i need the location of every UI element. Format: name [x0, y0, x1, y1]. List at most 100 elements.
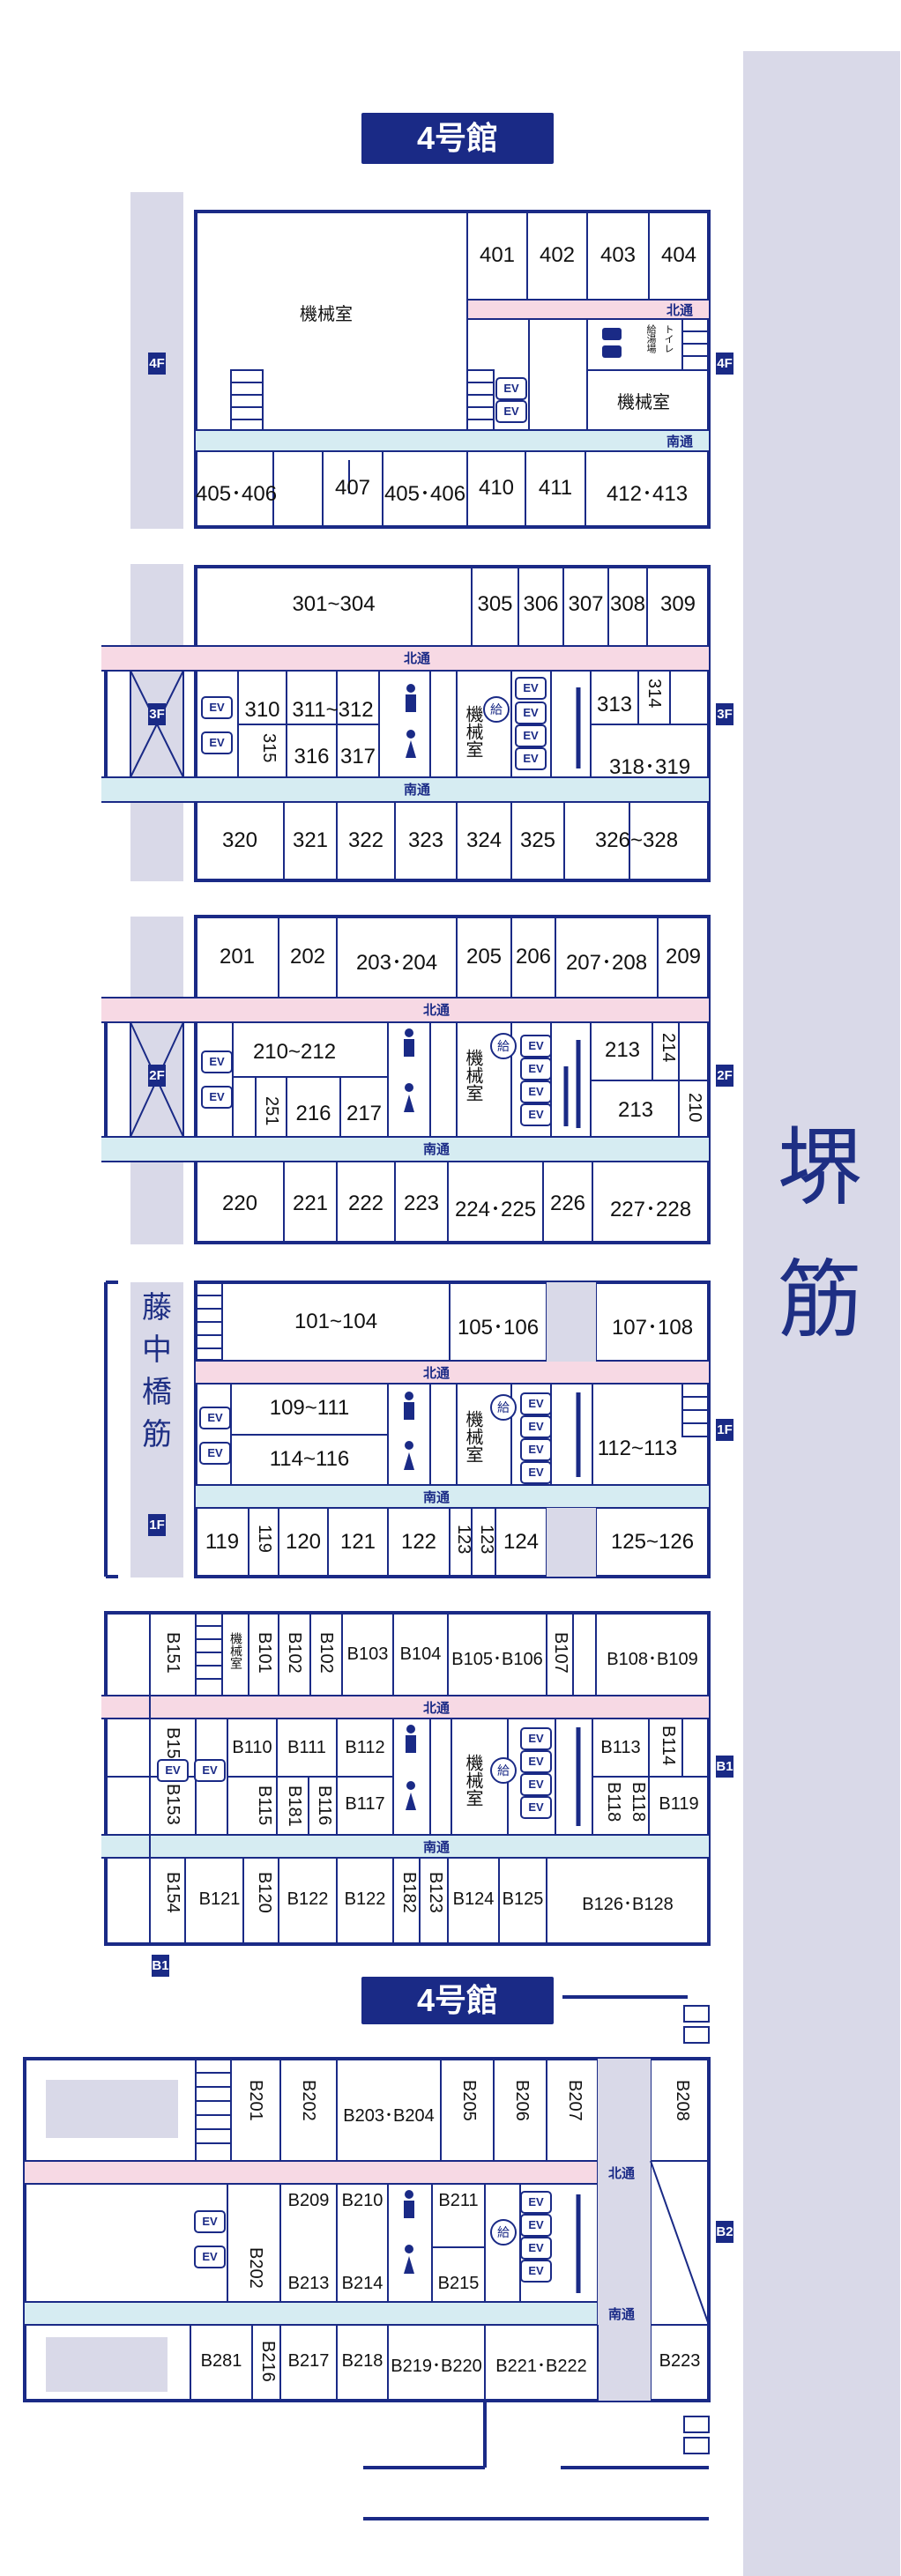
- room-b219-b220[interactable]: B219･B220: [391, 2357, 482, 2376]
- room-b207[interactable]: B207: [565, 2080, 585, 2121]
- room-201[interactable]: 201: [219, 945, 256, 969]
- room-b218[interactable]: B218: [341, 2351, 383, 2371]
- room-b108-b109[interactable]: B108･B109: [607, 1650, 698, 1669]
- room-b123[interactable]: B123: [426, 1872, 445, 1913]
- room-402[interactable]: 402: [539, 243, 576, 267]
- room-207-208[interactable]: 207･208: [565, 951, 648, 975]
- room-b118-b[interactable]: B118: [629, 1782, 648, 1823]
- room-b181[interactable]: B181: [285, 1785, 304, 1827]
- room-213-a[interactable]: 213: [604, 1038, 641, 1062]
- room-b114[interactable]: B114: [659, 1726, 678, 1766]
- room-b122-b[interactable]: B122: [344, 1889, 386, 1909]
- room-b125[interactable]: B125: [502, 1889, 544, 1909]
- room-306[interactable]: 306: [523, 592, 559, 616]
- room-209[interactable]: 209: [665, 945, 702, 969]
- room-b118-a[interactable]: B118: [604, 1782, 623, 1823]
- room-404[interactable]: 404: [660, 243, 697, 267]
- room-401[interactable]: 401: [479, 243, 516, 267]
- room-221[interactable]: 221: [292, 1191, 329, 1215]
- room-407[interactable]: 407: [334, 476, 371, 500]
- room-124[interactable]: 124: [503, 1530, 540, 1554]
- room-b121[interactable]: B121: [198, 1889, 241, 1909]
- room-b203-b204[interactable]: B203･B204: [343, 2106, 435, 2126]
- room-216[interactable]: 216: [295, 1102, 331, 1125]
- room-b124[interactable]: B124: [452, 1889, 495, 1909]
- room-b102-a[interactable]: B102: [285, 1632, 304, 1674]
- room-314[interactable]: 314: [644, 679, 664, 709]
- room-403[interactable]: 403: [599, 243, 637, 267]
- room-120[interactable]: 120: [285, 1530, 322, 1554]
- room-b116[interactable]: B116: [315, 1785, 334, 1826]
- room-326-328[interactable]: 326~328: [594, 828, 679, 852]
- room-222[interactable]: 222: [347, 1191, 384, 1215]
- room-b211[interactable]: B211: [438, 2191, 479, 2210]
- room-322[interactable]: 322: [347, 828, 384, 852]
- room-405-406-b[interactable]: 405･406: [383, 482, 466, 506]
- room-325[interactable]: 325: [519, 828, 556, 852]
- room-323[interactable]: 323: [407, 828, 444, 852]
- room-b120[interactable]: B120: [255, 1872, 274, 1913]
- room-308[interactable]: 308: [609, 592, 646, 616]
- room-410[interactable]: 410: [478, 476, 515, 500]
- room-125-126[interactable]: 125~126: [610, 1530, 695, 1554]
- room-b210[interactable]: B210: [341, 2191, 383, 2210]
- room-b151[interactable]: B151: [163, 1632, 182, 1674]
- room-b154[interactable]: B154: [163, 1872, 182, 1913]
- room-121[interactable]: 121: [339, 1530, 376, 1554]
- room-b182[interactable]: B182: [399, 1872, 419, 1913]
- room-b112[interactable]: B112: [345, 1738, 385, 1757]
- room-b217[interactable]: B217: [287, 2351, 330, 2371]
- room-213-b[interactable]: 213: [617, 1098, 654, 1122]
- room-324[interactable]: 324: [465, 828, 503, 852]
- room-318-319[interactable]: 318･319: [608, 755, 691, 779]
- room-217[interactable]: 217: [346, 1102, 383, 1125]
- room-b221-b222[interactable]: B221･B222: [495, 2357, 587, 2376]
- room-321[interactable]: 321: [292, 828, 329, 852]
- room-214[interactable]: 214: [659, 1033, 678, 1063]
- room-307[interactable]: 307: [568, 592, 604, 616]
- room-202[interactable]: 202: [289, 945, 326, 969]
- room-226[interactable]: 226: [549, 1191, 586, 1215]
- room-123-b[interactable]: 123: [477, 1525, 496, 1555]
- room-b126-b128[interactable]: B126･B128: [582, 1895, 674, 1914]
- room-119-a[interactable]: 119: [205, 1530, 240, 1554]
- room-b214[interactable]: B214: [341, 2274, 383, 2293]
- room-b152[interactable]: B152: [163, 1727, 182, 1769]
- room-b223[interactable]: B223: [659, 2351, 701, 2371]
- room-b111[interactable]: B111: [287, 1738, 326, 1757]
- room-123-a[interactable]: 123: [454, 1525, 473, 1555]
- room-119-b[interactable]: 119: [255, 1525, 274, 1553]
- room-b113[interactable]: B113: [600, 1738, 641, 1757]
- room-b208[interactable]: B208: [673, 2080, 692, 2121]
- room-b213[interactable]: B213: [287, 2274, 330, 2293]
- room-313[interactable]: 313: [596, 693, 633, 716]
- room-317[interactable]: 317: [339, 745, 376, 768]
- room-112-113[interactable]: 112~113: [597, 1436, 678, 1460]
- room-311-312[interactable]: 311~312: [292, 698, 374, 722]
- room-b153[interactable]: B153: [163, 1784, 182, 1825]
- room-315[interactable]: 315: [259, 733, 279, 763]
- room-b110[interactable]: B110: [232, 1738, 272, 1757]
- room-220[interactable]: 220: [221, 1191, 258, 1215]
- room-310[interactable]: 310: [244, 698, 280, 722]
- room-101-104[interactable]: 101~104: [294, 1310, 378, 1333]
- room-b215[interactable]: B215: [437, 2274, 480, 2293]
- room-107-108[interactable]: 107･108: [611, 1316, 694, 1340]
- room-205[interactable]: 205: [465, 945, 503, 969]
- room-316[interactable]: 316: [294, 745, 330, 768]
- room-b119[interactable]: B119: [659, 1794, 699, 1814]
- room-114-116[interactable]: 114~116: [269, 1447, 350, 1471]
- room-301-304[interactable]: 301~304: [292, 592, 376, 616]
- room-109-111[interactable]: 109~111: [269, 1396, 350, 1420]
- room-b201[interactable]: B201: [246, 2080, 265, 2121]
- room-210-212[interactable]: 210~212: [252, 1040, 337, 1064]
- room-b216[interactable]: B216: [258, 2341, 278, 2382]
- room-b107[interactable]: B107: [551, 1632, 570, 1674]
- room-251[interactable]: 251: [262, 1096, 281, 1126]
- room-210[interactable]: 210: [685, 1093, 704, 1123]
- room-b103[interactable]: B103: [346, 1644, 389, 1664]
- room-227-228[interactable]: 227･228: [609, 1198, 692, 1221]
- room-206[interactable]: 206: [515, 945, 552, 969]
- room-b105-b106[interactable]: B105･B106: [451, 1650, 543, 1669]
- room-b281[interactable]: B281: [200, 2351, 242, 2371]
